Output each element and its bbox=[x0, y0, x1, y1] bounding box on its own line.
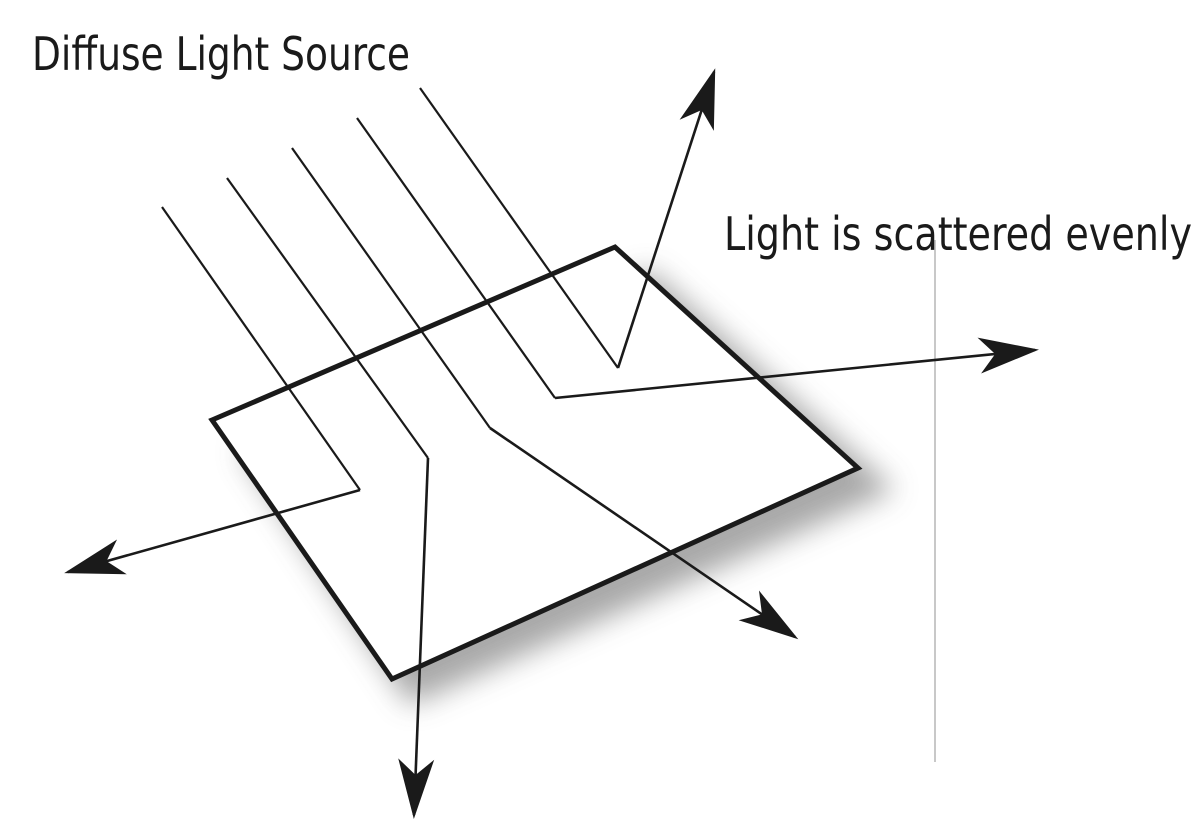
incoming-ray-4 bbox=[356, 117, 556, 399]
scatter-label: Light is scattered evenly bbox=[724, 207, 1192, 261]
scattered-rays bbox=[64, 68, 1039, 819]
incoming-ray-5 bbox=[419, 87, 619, 369]
scattered-ray-up bbox=[616, 68, 716, 369]
incoming-rays bbox=[161, 87, 619, 491]
incoming-ray-1 bbox=[161, 206, 361, 491]
incoming-ray-3 bbox=[291, 147, 491, 429]
scattered-ray-lower-right bbox=[489, 426, 799, 640]
scattered-ray-left bbox=[64, 488, 361, 575]
scattered-ray-right bbox=[554, 337, 1039, 400]
source-label: Diffuse Light Source bbox=[32, 27, 410, 81]
incoming-ray-2 bbox=[226, 177, 429, 459]
scattered-ray-down bbox=[398, 457, 435, 819]
reflective-surface bbox=[208, 244, 863, 683]
